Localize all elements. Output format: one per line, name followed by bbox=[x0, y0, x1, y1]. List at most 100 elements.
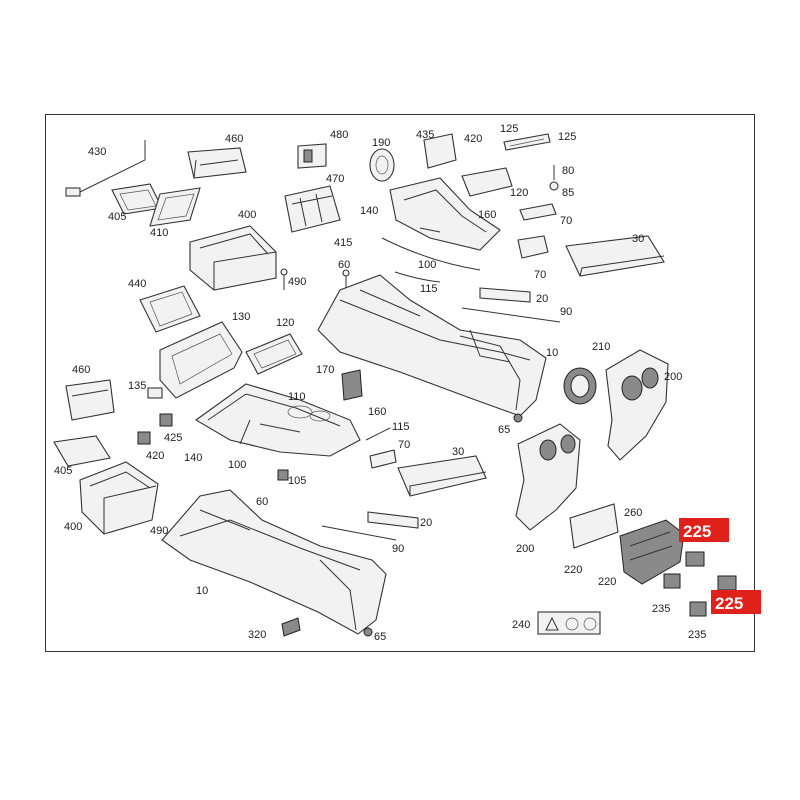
callout-label-410: 410 bbox=[150, 227, 168, 239]
callout-label-235: 235 bbox=[688, 629, 706, 641]
part-20-rail-bottom bbox=[367, 511, 419, 529]
callout-label-425: 425 bbox=[164, 432, 182, 444]
callout-label-190: 190 bbox=[372, 137, 390, 149]
part-405-mat-top bbox=[111, 183, 163, 215]
part-65-nut bbox=[363, 413, 523, 637]
part-225-switch-a bbox=[685, 551, 705, 567]
callout-label-70: 70 bbox=[560, 215, 572, 227]
part-30-cover-bottom bbox=[397, 455, 487, 497]
callout-label-85: 85 bbox=[562, 187, 574, 199]
part-480-bracket bbox=[297, 143, 327, 169]
callout-label-470: 470 bbox=[326, 173, 344, 185]
callout-label-480: 480 bbox=[330, 129, 348, 141]
callout-label-130: 130 bbox=[232, 311, 250, 323]
part-90-bar-top bbox=[461, 307, 561, 323]
part-420-switch bbox=[137, 431, 151, 445]
part-400-storage-bottom bbox=[79, 461, 159, 535]
part-170-bracket bbox=[341, 369, 363, 401]
callout-label-435: 435 bbox=[416, 129, 434, 141]
part-115-bar-top bbox=[394, 271, 441, 283]
callout-label-260: 260 bbox=[624, 507, 642, 519]
part-235-knob-b bbox=[689, 601, 707, 617]
callout-label-415: 415 bbox=[334, 237, 352, 249]
callout-label-490: 490 bbox=[288, 276, 306, 288]
part-220-panel-a bbox=[569, 503, 619, 549]
part-210-vent bbox=[563, 367, 597, 405]
part-460-box-bottom bbox=[65, 379, 115, 421]
part-30-cover-top bbox=[565, 235, 665, 277]
diagram-frame bbox=[45, 114, 755, 652]
callout-label-110: 110 bbox=[288, 391, 306, 403]
part-410-mat-top bbox=[149, 187, 201, 227]
part-20-rail-top bbox=[479, 287, 531, 303]
part-405-mat-bottom bbox=[53, 435, 111, 467]
callout-label-140: 140 bbox=[360, 205, 378, 217]
callout-label-430: 430 bbox=[88, 146, 106, 158]
callout-label-220: 220 bbox=[564, 564, 582, 576]
part-190-knob bbox=[369, 148, 395, 182]
callout-label-70: 70 bbox=[534, 269, 546, 281]
callout-label-135: 135 bbox=[128, 380, 146, 392]
callout-label-10: 10 bbox=[546, 347, 558, 359]
callout-label-125: 125 bbox=[500, 123, 518, 135]
part-430-cable bbox=[65, 140, 146, 197]
callout-label-200: 200 bbox=[516, 543, 534, 555]
part-140-trim-top bbox=[389, 177, 501, 251]
highlight-callout-225: 225 bbox=[679, 518, 729, 542]
highlight-box bbox=[679, 518, 729, 542]
callout-label-90: 90 bbox=[560, 306, 572, 318]
part-10-console-bottom bbox=[161, 489, 387, 635]
callout-label-405: 405 bbox=[108, 211, 126, 223]
callout-label-320: 320 bbox=[248, 629, 266, 641]
callout-label-210: 210 bbox=[592, 341, 610, 353]
callout-label-60: 60 bbox=[256, 496, 268, 508]
part-120-panel-mid bbox=[245, 333, 303, 375]
callout-label-125: 125 bbox=[558, 131, 576, 143]
part-200-housing-bottom bbox=[515, 423, 581, 531]
callout-label-140: 140 bbox=[184, 452, 202, 464]
callout-label-30: 30 bbox=[452, 446, 464, 458]
part-70-clip-top bbox=[519, 203, 557, 221]
callout-label-105: 105 bbox=[288, 475, 306, 487]
part-440-frame bbox=[139, 285, 201, 333]
highlight-label: 225 bbox=[715, 594, 743, 613]
callout-label-420: 420 bbox=[146, 450, 164, 462]
callout-label-20: 20 bbox=[536, 293, 548, 305]
callout-label-460: 460 bbox=[72, 364, 90, 376]
part-125-strip bbox=[503, 133, 551, 151]
part-70-clip-mid bbox=[517, 235, 549, 259]
highlight-box bbox=[711, 590, 761, 614]
callout-label-115: 115 bbox=[420, 283, 438, 295]
part-10-console-top bbox=[317, 274, 547, 417]
part-460-box-top bbox=[187, 147, 247, 179]
part-90-bar-bottom bbox=[321, 525, 397, 541]
callout-label-120: 120 bbox=[510, 187, 528, 199]
highlight-label: 225 bbox=[683, 522, 711, 541]
part-120-panel-top bbox=[461, 167, 513, 197]
callout-label-420: 420 bbox=[464, 133, 482, 145]
part-105-clip bbox=[277, 469, 289, 481]
callout-label-460: 460 bbox=[225, 133, 243, 145]
part-70-clip-bottom bbox=[369, 449, 397, 469]
callout-label-20: 20 bbox=[420, 517, 432, 529]
callout-label-440: 440 bbox=[128, 278, 146, 290]
callout-label-10: 10 bbox=[196, 585, 208, 597]
highlight-callout-225: 225 bbox=[711, 590, 761, 614]
part-140-trim-mid bbox=[194, 383, 361, 457]
part-320-bolt bbox=[281, 617, 301, 637]
callout-label-220: 220 bbox=[598, 576, 616, 588]
callout-label-30: 30 bbox=[632, 233, 644, 245]
callout-label-170: 170 bbox=[316, 364, 334, 376]
callout-label-200: 200 bbox=[664, 371, 682, 383]
part-490-screw-top bbox=[280, 268, 288, 290]
part-135-clip bbox=[147, 387, 163, 399]
callout-label-405: 405 bbox=[54, 465, 72, 477]
part-130-bezel bbox=[159, 321, 243, 399]
part-80-screw bbox=[549, 165, 559, 191]
callout-label-80: 80 bbox=[562, 165, 574, 177]
callout-label-400: 400 bbox=[238, 209, 256, 221]
callout-label-400: 400 bbox=[64, 521, 82, 533]
part-235-knob-a bbox=[663, 573, 681, 589]
part-400-storage-top bbox=[189, 225, 277, 291]
